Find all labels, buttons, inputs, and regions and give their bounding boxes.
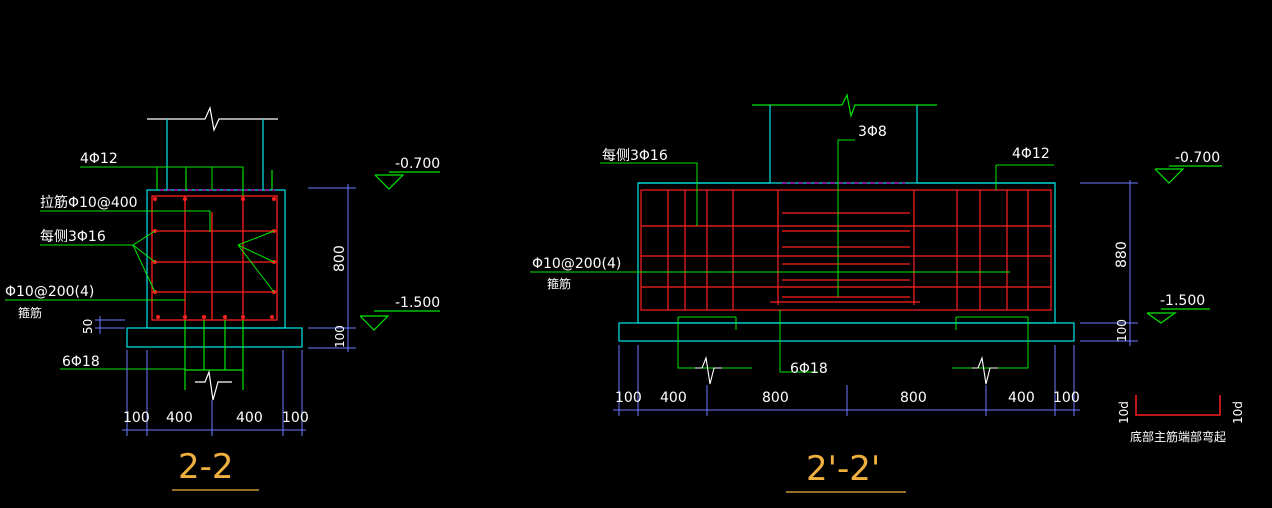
leaders	[5, 166, 275, 370]
dim-bottom-right-5: 400	[1008, 390, 1035, 406]
horizontal-dimensions	[122, 350, 306, 436]
break-marks	[695, 355, 998, 385]
dim-bottom-right-1: 100	[615, 390, 642, 406]
footing-outline	[126, 327, 303, 348]
rebar-grid-right	[640, 189, 1052, 311]
label-stirrup: Φ10@200(4)	[5, 284, 94, 300]
vertical-dimensions	[95, 184, 356, 352]
section-title-right: 2'-2'	[806, 449, 880, 489]
bar-end-detail: 10d 10d 底部主筋端部弯起	[1117, 395, 1245, 444]
elev-marker-bottom-right	[1146, 308, 1210, 324]
dim-height-right: 880	[1114, 241, 1130, 268]
label-stirrup-sub: 箍筋	[18, 305, 42, 320]
detail-label: 底部主筋端部弯起	[1130, 429, 1226, 444]
column-bars	[156, 170, 273, 190]
detail-right-dim: 10d	[1231, 401, 1245, 424]
footing-outline-right	[618, 322, 1075, 342]
elev-bottom-label-right: -1.500	[1160, 293, 1205, 309]
detail-left-dim: 10d	[1117, 401, 1131, 424]
leaders-right	[530, 139, 1054, 373]
label-bottom-bars: 6Φ18	[62, 354, 100, 370]
dim-100: 100	[333, 325, 347, 348]
label-stirrup-right: Φ10@200(4)	[532, 256, 621, 272]
elev-marker-bottom	[359, 310, 440, 331]
label-top-bars: 4Φ12	[80, 151, 118, 167]
dim-bottom-right-2: 400	[660, 390, 687, 406]
label-side-bars-right: 每侧3Φ16	[602, 148, 668, 164]
label-stirrup-sub-right: 箍筋	[547, 276, 571, 291]
elev-marker-top-right	[1154, 165, 1222, 184]
dim-bottom-right-4: 800	[900, 390, 927, 406]
dim-50: 50	[81, 319, 95, 334]
elev-top-label-right: -0.700	[1175, 150, 1220, 166]
column-stub	[147, 106, 278, 132]
dim-bottom-right-6: 100	[1053, 390, 1080, 406]
label-mid-bars: 3Φ8	[858, 124, 887, 140]
elev-top-label: -0.700	[395, 156, 440, 172]
label-side-bars: 每侧3Φ16	[40, 229, 106, 245]
rebar-dots	[153, 197, 276, 319]
section-title-left: 2-2	[178, 447, 234, 487]
vertical-dimensions-right	[1080, 180, 1138, 346]
label-bottom-bars-right: 6Φ18	[790, 361, 828, 377]
column-top-line	[752, 93, 937, 119]
column-outline	[166, 119, 264, 190]
dim-bottom-4: 100	[282, 410, 309, 426]
elev-bottom-label: -1.500	[395, 295, 440, 311]
section-2p-2p: 每侧3Φ16 3Φ8 4Φ12 Φ10@200(4) 箍筋 6Φ18 -0.70…	[530, 93, 1222, 493]
dim-bottom-right-3: 800	[762, 390, 789, 406]
section-2-2: 4Φ12 拉筋Φ10@400 每侧3Φ16 Φ10@200(4) 箍筋 6Φ18…	[5, 106, 440, 491]
dim-100-right: 100	[1115, 319, 1129, 342]
elev-marker-top	[374, 171, 440, 190]
bottom-bar-extensions	[184, 320, 244, 401]
label-tie-bar: 拉筋Φ10@400	[40, 194, 138, 211]
label-top-bars-right: 4Φ12	[1012, 146, 1050, 162]
dim-height: 800	[332, 245, 348, 272]
dim-bottom-1: 100	[123, 410, 150, 426]
dim-bottom-3: 400	[236, 410, 263, 426]
dim-bottom-2: 400	[166, 410, 193, 426]
rebar-cage	[151, 195, 278, 321]
column-outline-right	[637, 105, 1056, 324]
horizontal-dimensions-right	[613, 345, 1080, 416]
